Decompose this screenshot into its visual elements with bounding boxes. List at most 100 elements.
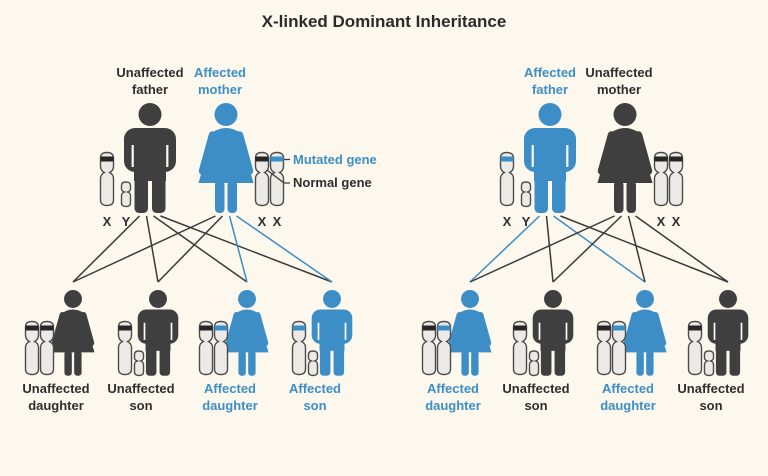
arm-gap (538, 322, 541, 340)
arm-gap (317, 322, 320, 340)
y-chromosome-icon (120, 181, 132, 208)
unaffected-father-label: father (132, 82, 168, 97)
inheritance-line-mutated (236, 215, 333, 283)
person-leg (238, 350, 246, 376)
person-arm (80, 312, 95, 346)
chromosome-letter: Y (522, 214, 531, 229)
affected-son-label: son (303, 398, 326, 413)
chromosome-shape (596, 320, 612, 376)
affected-daughter-label: daughter (425, 398, 481, 413)
chromosome-shape (520, 181, 532, 208)
normal-gene-label: Normal gene (293, 175, 372, 190)
person-torso (540, 321, 566, 351)
arm-gap (565, 322, 568, 340)
mutated-gene-band (292, 325, 306, 331)
callout-line-normal (266, 169, 290, 184)
inheritance-line-mutated (553, 215, 646, 283)
inheritance-line (552, 215, 623, 283)
person-leg (534, 177, 548, 213)
y-chromosome-icon (528, 350, 540, 377)
chromosome-shape (24, 320, 40, 376)
person-leg (461, 350, 469, 376)
unaffected-son-figure (532, 290, 574, 376)
normal-gene-band (100, 156, 114, 162)
unaffected-son-label: Unaffected (502, 381, 569, 396)
y-chromosome-icon (520, 181, 532, 208)
person-arm (652, 312, 667, 346)
person-torso (534, 143, 566, 181)
chromosome-shape (687, 320, 703, 376)
unaffected-mother-figure (597, 103, 653, 213)
inheritance-line (153, 215, 248, 283)
unaffected-father-figure (124, 103, 176, 213)
unaffected-son-label: Unaffected (107, 381, 174, 396)
person-arm (254, 312, 269, 346)
affected-mother-figure (198, 103, 254, 213)
person-leg (614, 181, 624, 213)
person-leg (152, 177, 166, 213)
person-leg (554, 347, 566, 376)
chromosome-letter: X (503, 214, 512, 229)
inheritance-line-mutated (469, 215, 541, 283)
person-leg (646, 350, 654, 376)
chromosome-shape (198, 320, 214, 376)
inheritance-line (72, 215, 216, 283)
person-head (138, 103, 162, 126)
chromosome-shape (436, 320, 452, 376)
inheritance-line (469, 215, 615, 283)
inheritance-line (72, 215, 141, 283)
normal-gene-band (422, 325, 436, 331)
person-leg (715, 347, 727, 376)
unaffected-son-label: son (699, 398, 722, 413)
person-arm (477, 312, 492, 346)
person-leg (215, 181, 225, 213)
inheritance-line (145, 215, 159, 283)
chromosome-shape (512, 320, 528, 376)
person-torso (145, 321, 171, 351)
x-chromosome-icon (291, 320, 307, 376)
person-head (538, 103, 562, 126)
person-head (323, 290, 341, 308)
person-arm (597, 131, 616, 175)
person-leg (227, 181, 237, 213)
normal-gene-band (513, 325, 527, 331)
x-chromosome-icon (668, 151, 684, 207)
x-chromosome-icon (436, 320, 452, 376)
chromosome-shape (117, 320, 133, 376)
mutated-gene-band (612, 325, 626, 331)
chromosome-shape (499, 151, 515, 207)
mutated-gene-band (214, 325, 228, 331)
person-leg (729, 347, 741, 376)
normal-gene-band (255, 156, 269, 162)
affected-daughter-label: Affected (204, 381, 256, 396)
unaffected-daughter-label: daughter (28, 398, 84, 413)
arm-gap (566, 145, 569, 167)
inheritance-line (545, 215, 554, 283)
unaffected-father-label: Unaffected (116, 65, 183, 80)
x-chromosome-icon (499, 151, 515, 207)
normal-gene-band (199, 325, 213, 331)
affected-daughter-figure (623, 290, 667, 376)
chromosome-letter: X (657, 214, 666, 229)
chromosome-letter: X (258, 214, 267, 229)
arm-gap (131, 145, 134, 167)
person-head (214, 103, 238, 126)
normal-gene-band (25, 325, 39, 331)
unaffected-mother-label: mother (597, 82, 641, 97)
person-arm (225, 312, 240, 346)
chromosome-letter: X (672, 214, 681, 229)
y-chromosome-icon (703, 350, 715, 377)
affected-son-label: Affected (289, 381, 341, 396)
person-leg (134, 177, 148, 213)
affected-daughter-label: Affected (427, 381, 479, 396)
x-chromosome-icon (687, 320, 703, 376)
chromosome-shape (668, 151, 684, 207)
chromosome-shape (291, 320, 307, 376)
x-chromosome-icon (254, 151, 270, 207)
unaffected-son-label: Unaffected (677, 381, 744, 396)
y-chromosome-icon (133, 350, 145, 377)
person-leg (540, 347, 552, 376)
normal-gene-band (118, 325, 132, 331)
unaffected-son-label: son (129, 398, 152, 413)
